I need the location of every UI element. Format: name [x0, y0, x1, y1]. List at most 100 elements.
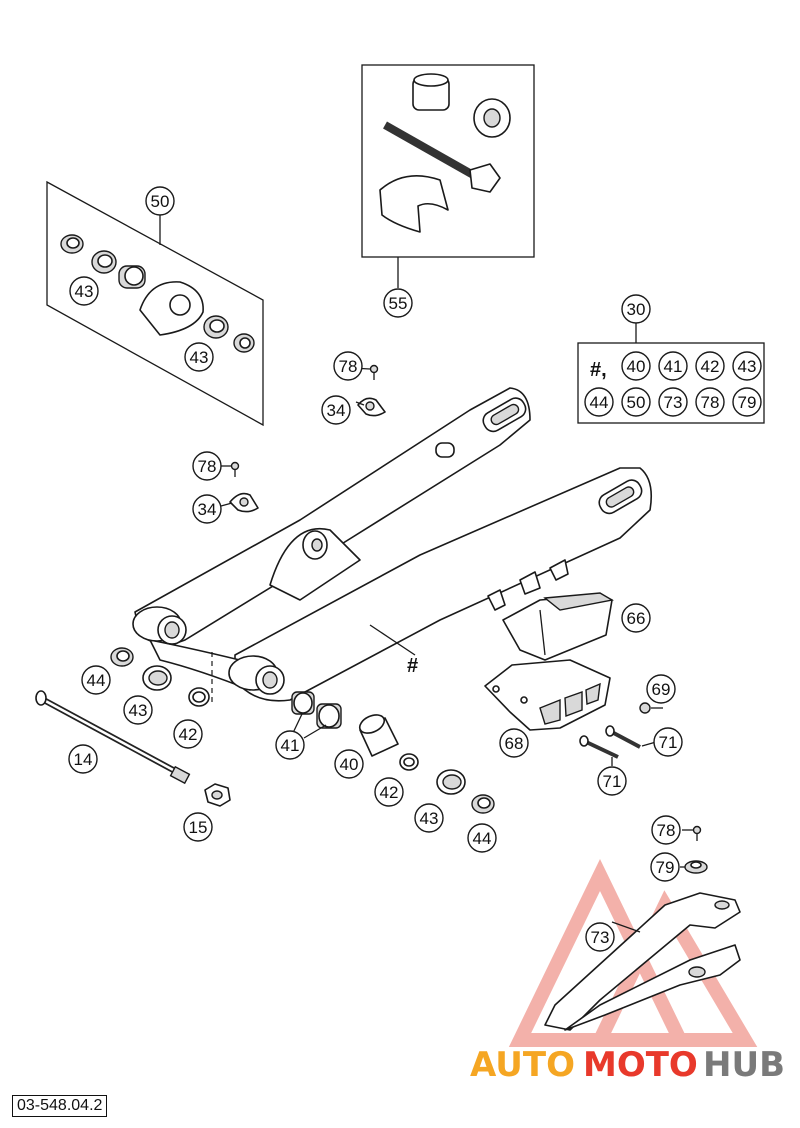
- kit-30-label: 41: [664, 357, 683, 376]
- callout-40: 40: [334, 749, 364, 779]
- callout-label: 69: [652, 680, 671, 699]
- callout-79: 79: [650, 852, 680, 882]
- callout-15: 15: [183, 812, 213, 842]
- callout-circle: [333, 351, 363, 381]
- callout-label: 34: [198, 500, 217, 519]
- pivot-bolt-kit-55: [379, 73, 511, 233]
- callout-label: 43: [129, 701, 148, 720]
- kit-30-circle: [621, 387, 651, 417]
- callout-circle: [183, 812, 213, 842]
- callout-label: 55: [389, 294, 408, 313]
- bushing-44-left: [110, 647, 134, 667]
- chain-guide-66: [502, 592, 614, 661]
- callout-circle: [69, 276, 99, 306]
- callout-circle: [597, 766, 627, 796]
- callout-circle: [646, 674, 676, 704]
- watermark-part-hub: HUB: [703, 1045, 785, 1085]
- callout-label: 14: [74, 750, 93, 769]
- callout-34: 34: [192, 494, 222, 524]
- callout-circle: [621, 603, 651, 633]
- kit-30-circle: [695, 351, 725, 381]
- document-code: 03-548.04.2: [12, 1095, 108, 1117]
- callout-circle: [383, 288, 413, 318]
- callout-label: 71: [659, 733, 678, 752]
- callout-78: 78: [192, 451, 222, 481]
- callout-label: 44: [473, 829, 492, 848]
- clamp-34-lower: [229, 492, 259, 513]
- seal-43-right: [436, 769, 466, 795]
- callout-label: 44: [87, 671, 106, 690]
- callout-label: 43: [75, 282, 94, 301]
- callout-circle: [653, 727, 683, 757]
- chain-slider-73: [544, 892, 741, 1031]
- callout-label: 68: [505, 734, 524, 753]
- kit-30-item-78: 78: [695, 387, 725, 417]
- callout-label: 66: [627, 609, 646, 628]
- kit-30-item-40: 40: [621, 351, 651, 381]
- callout-66: 66: [621, 603, 651, 633]
- callout-label: 42: [380, 783, 399, 802]
- callout-circle: [585, 922, 615, 952]
- callout-42: 42: [374, 777, 404, 807]
- kit-30-item-73: 73: [658, 387, 688, 417]
- callout-44: 44: [467, 823, 497, 853]
- kit-30-item-42: 42: [695, 351, 725, 381]
- swingarm: [132, 387, 653, 702]
- kit-30-item-50: 50: [621, 387, 651, 417]
- kit-30-label: 50: [627, 393, 646, 412]
- callout-label: 34: [327, 401, 346, 420]
- kit-box-50: [46, 180, 264, 427]
- callout-circle: [651, 815, 681, 845]
- kit-box-30: [577, 342, 765, 424]
- callout-50: 50: [145, 186, 175, 216]
- callout-43: 43: [123, 695, 153, 725]
- sleeve-40: [358, 714, 399, 757]
- screw-78-slider: [692, 825, 702, 841]
- callout-circle: [621, 294, 651, 324]
- callout-circle: [123, 695, 153, 725]
- callout-43: 43: [184, 342, 214, 372]
- callout-circle: [374, 777, 404, 807]
- nut-15: [204, 783, 231, 807]
- callout-circle: [414, 803, 444, 833]
- kit-30-circle: [621, 351, 651, 381]
- callout-circle: [145, 186, 175, 216]
- bearing-set-50: [60, 234, 255, 353]
- chain-guide-68: [484, 659, 611, 731]
- kit-30-label: 42: [701, 357, 720, 376]
- callout-label: 40: [340, 755, 359, 774]
- needle-bearings-41: [291, 691, 342, 729]
- callout-circle: [499, 728, 529, 758]
- callout-circle: [650, 852, 680, 882]
- callout-circle: [334, 749, 364, 779]
- kit-30-item-79: 79: [732, 387, 762, 417]
- bushing-44-right: [471, 794, 495, 814]
- callout-label: 79: [656, 858, 675, 877]
- callout-55: 55: [383, 288, 413, 318]
- screw-69: [639, 702, 651, 714]
- callout-circle: [68, 744, 98, 774]
- callout-label: 78: [339, 357, 358, 376]
- callout-circle: [192, 451, 222, 481]
- screw-78-lower: [230, 461, 240, 477]
- callout-label: 30: [627, 300, 646, 319]
- kit-30-item-43: 43: [732, 351, 762, 381]
- watermark-part-auto: AUTO: [470, 1045, 575, 1085]
- kit-30-circle: [584, 387, 614, 417]
- callout-label: 73: [591, 928, 610, 947]
- callout-43: 43: [69, 276, 99, 306]
- screws-71: [579, 725, 641, 759]
- callout-label: 78: [198, 457, 217, 476]
- callout-42: 42: [173, 719, 203, 749]
- washer-42-left: [188, 687, 210, 707]
- kit-30-item-41: 41: [658, 351, 688, 381]
- kit-30-prefix: #,: [590, 359, 607, 381]
- callout-label: 71: [603, 772, 622, 791]
- washer-79: [684, 860, 708, 874]
- callout-44: 44: [81, 665, 111, 695]
- swingarm-hash-mark: #: [407, 655, 418, 677]
- callout-71: 71: [653, 727, 683, 757]
- kit-30-label: 40: [627, 357, 646, 376]
- callout-label: 15: [189, 818, 208, 837]
